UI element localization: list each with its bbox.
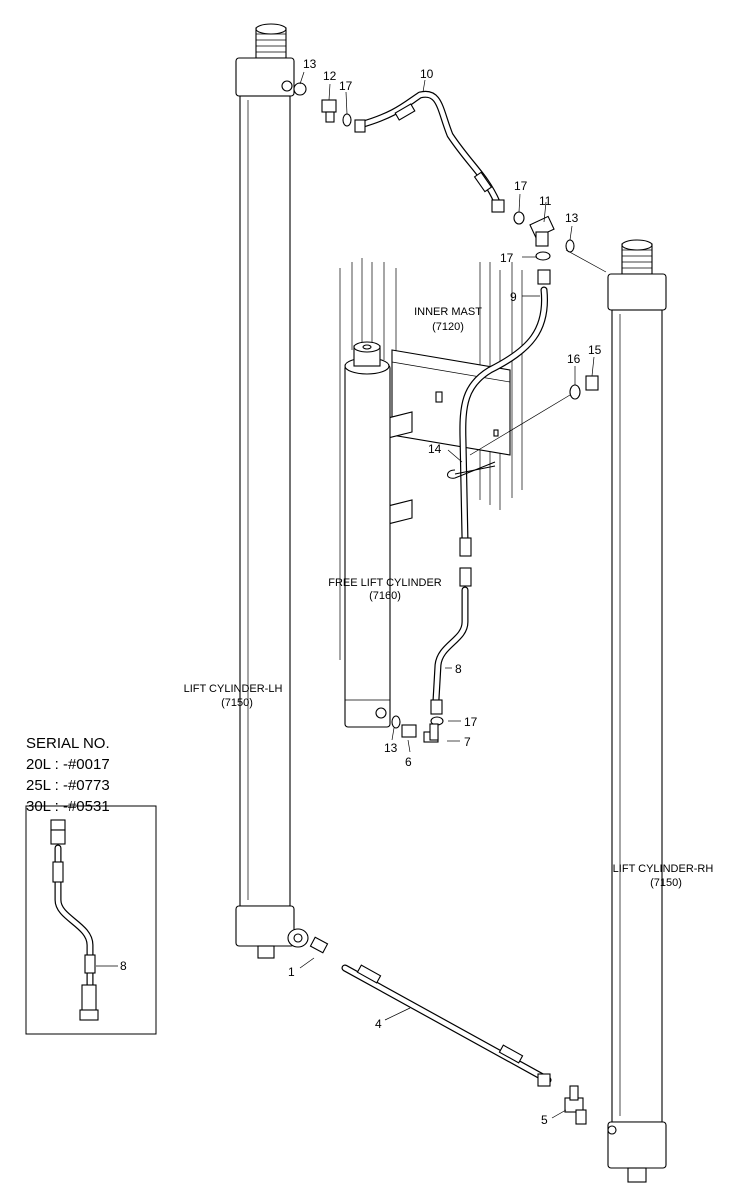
part-label-14: 14	[428, 442, 442, 456]
free-lift-cylinder	[344, 341, 391, 728]
part-label-17-b: 17	[514, 179, 528, 193]
lift-cylinder-lh-code: (7150)	[221, 697, 253, 709]
part-label-7: 7	[464, 735, 471, 749]
lift-cylinder-rh	[607, 239, 667, 1183]
part-label-13-right: 13	[565, 211, 579, 225]
part-label-10: 10	[420, 67, 434, 81]
part-label-12: 12	[323, 69, 337, 83]
inset-hose-8-variant: 8	[25, 805, 157, 1035]
hose-8	[430, 567, 472, 726]
part-number-labels: 13 12 17 10 17 11 13 17 9 16 15 14 8 17 …	[288, 57, 602, 1127]
serial-line-25l: 25L : -#0773	[26, 777, 110, 794]
lift-cylinder-rh-label: LIFT CYLINDER-RH	[613, 863, 714, 875]
free-lift-cylinder-code: (7160)	[369, 590, 401, 602]
lift-cylinder-lh-label: LIFT CYLINDER-LH	[184, 683, 283, 695]
part-label-17-c: 17	[500, 251, 514, 265]
part-label-17-d: 17	[464, 715, 478, 729]
part-label-13-low: 13	[384, 741, 398, 755]
inner-mast-code: (7120)	[432, 321, 464, 333]
inset-part-label-8: 8	[120, 959, 127, 973]
serial-number-block: SERIAL NO. 20L : -#0017 25L : -#0773 30L…	[26, 735, 110, 815]
hose-10	[354, 90, 505, 213]
part-label-9: 9	[510, 290, 517, 304]
inner-mast-label: INNER MAST	[414, 306, 482, 318]
part-label-16: 16	[567, 352, 581, 366]
part-label-1: 1	[288, 965, 295, 979]
part-label-13-top: 13	[303, 57, 317, 71]
free-lift-cylinder-label: FREE LIFT CYLINDER	[328, 577, 442, 589]
clamp-assembly	[447, 375, 599, 479]
hose-9	[459, 269, 551, 557]
component-labels: INNER MAST (7120) FREE LIFT CYLINDER (71…	[184, 306, 714, 889]
part-label-15: 15	[588, 343, 602, 357]
part-label-17-a: 17	[339, 79, 353, 93]
serial-line-20l: 20L : -#0017	[26, 756, 110, 773]
fittings-top	[293, 82, 575, 261]
serial-title: SERIAL NO.	[26, 735, 110, 752]
part-label-11: 11	[539, 194, 552, 208]
part-label-5: 5	[541, 1113, 548, 1127]
fittings-6-7	[391, 715, 439, 743]
tee-fitting-5	[564, 1085, 587, 1125]
lift-cylinder-rh-code: (7150)	[650, 877, 682, 889]
part-label-4: 4	[375, 1017, 382, 1031]
hose-4	[309, 936, 552, 1087]
lift-cylinder-lh	[235, 23, 309, 959]
leader-lines	[299, 71, 607, 1119]
part-label-6: 6	[405, 755, 412, 769]
part-label-8: 8	[455, 662, 462, 676]
